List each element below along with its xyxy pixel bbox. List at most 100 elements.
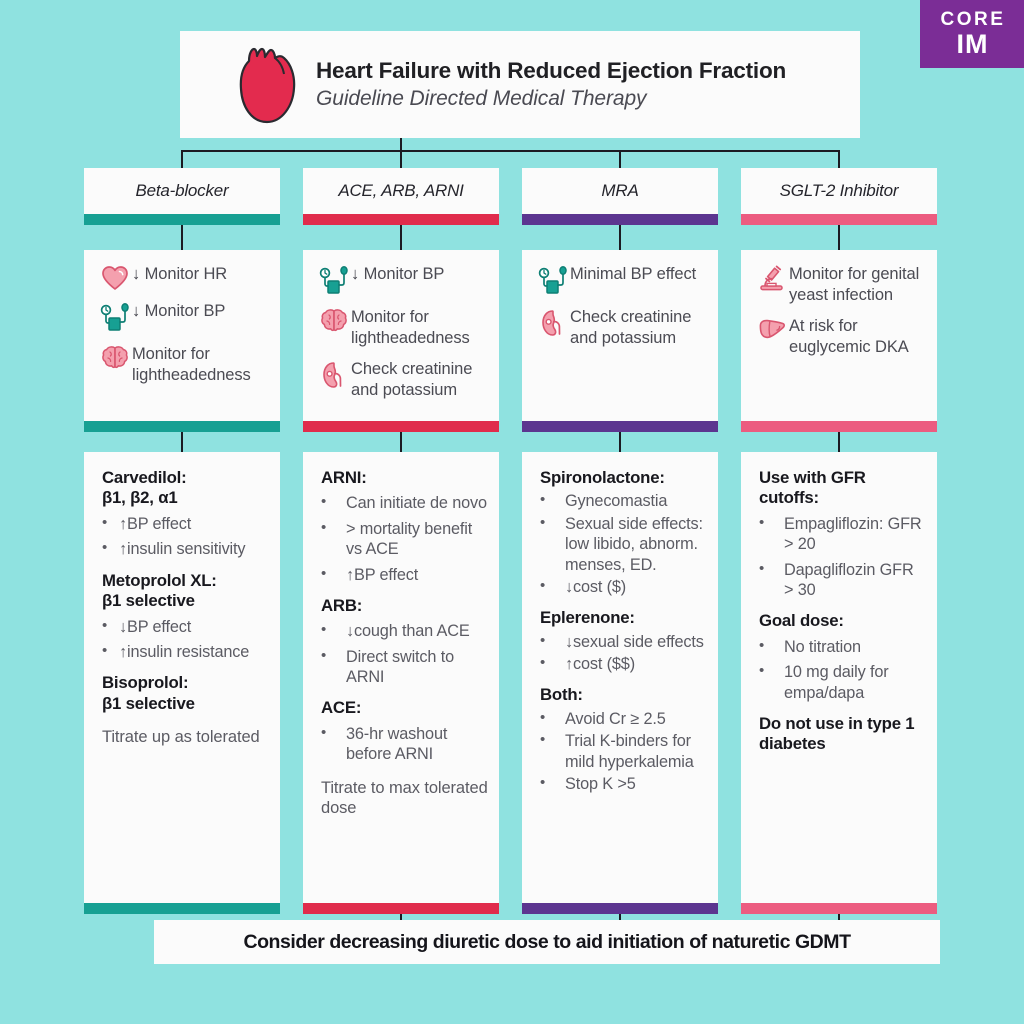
detail-note: Titrate up as tolerated (102, 728, 260, 747)
detail-list-item: •↓sexual side effects (540, 631, 704, 651)
bullet-icon: • (321, 493, 327, 511)
detail-heading: Do not use in type 1 diabetes (759, 713, 915, 754)
bullet-icon: • (540, 731, 546, 749)
detail-list: •No titration•10 mg daily for empa/dapa (759, 637, 926, 703)
column-header-label: MRA (601, 181, 639, 200)
monitoring-accent-bar-1 (84, 421, 280, 432)
footer-banner: Consider decreasing diuretic dose to aid… (154, 920, 940, 964)
detail-accent-bar-3 (522, 903, 718, 914)
link-monitor-detail-1 (181, 432, 183, 452)
header-accent-bar-3 (522, 214, 718, 225)
monitoring-card-1[interactable]: ↓ Monitor HR ↓ Monitor BP Monitor for li… (84, 250, 280, 421)
bullet-icon: • (321, 518, 327, 536)
detail-list-item: •↑cost ($$) (540, 654, 635, 674)
detail-card-1[interactable]: Carvedilol:β1, β2, α1•↑BP effect•↑insuli… (84, 452, 280, 903)
monitoring-item-label: Monitor for genital yeast infection (789, 265, 920, 305)
detail-list: •Empagliflozin: GFR > 20•Dapagliflozin G… (759, 514, 926, 600)
detail-card-4[interactable]: Use with GFR cutoffs:•Empagliflozin: GFR… (741, 452, 937, 903)
logo-line-im: IM (956, 29, 989, 59)
heart-icon (98, 264, 132, 291)
drop-line-1 (181, 150, 183, 168)
footer-text: Consider decreasing diuretic dose to aid… (243, 930, 851, 953)
kidney-icon (317, 359, 351, 390)
monitoring-accent-bar-3 (522, 421, 718, 432)
bullet-icon: • (540, 491, 546, 509)
link-detail-footer-3 (619, 914, 621, 920)
anatomical-heart-icon (228, 44, 306, 126)
column-header-card-2[interactable]: ACE, ARB, ARNI (303, 168, 499, 214)
monitoring-card-2[interactable]: ↓ Monitor BP Monitor for lightheadedness… (303, 250, 499, 421)
title-card: Heart Failure with Reduced Ejection Frac… (180, 31, 860, 138)
detail-list-item: •↑insulin resistance (102, 642, 250, 662)
bullet-icon: • (540, 774, 546, 792)
header-accent-bar-2 (303, 214, 499, 225)
logo-line-core: CORE (940, 9, 1006, 30)
detail-heading: Both: (540, 685, 583, 705)
trunk-line (400, 138, 402, 150)
detail-card-2[interactable]: ARNI:•Can initiate de novo•> mortality b… (303, 452, 499, 903)
monitoring-item: ↓ Monitor BP (317, 264, 487, 297)
link-header-monitor-1 (181, 225, 183, 250)
bullet-icon: • (759, 636, 765, 654)
detail-list: •↓cough than ACE •Direct switch to ARNI (321, 621, 488, 687)
column-header-card-4[interactable]: SGLT-2 Inhibitor (741, 168, 937, 214)
detail-list-item: •Direct switch to ARNI (321, 646, 454, 687)
bullet-icon: • (321, 621, 327, 639)
column-header-card-3[interactable]: MRA (522, 168, 718, 214)
detail-list-item: •Trial K-binders for mild hyperkalemia (540, 731, 694, 771)
link-header-monitor-3 (619, 225, 621, 250)
detail-list: •Gynecomastia•Sexual side effects: low l… (540, 491, 707, 597)
detail-list-item: •36-hr washout before ARNI (321, 723, 448, 764)
drop-line-4 (838, 150, 840, 168)
monitoring-item-label: Check creatinine and potassium (351, 360, 473, 400)
detail-list-item: •Gynecomastia (540, 491, 668, 511)
liver-icon (755, 316, 789, 341)
bus-line (181, 150, 840, 152)
page-title: Heart Failure with Reduced Ejection Frac… (316, 58, 787, 83)
bullet-icon: • (102, 642, 108, 660)
detail-card-3[interactable]: Spironolactone:•Gynecomastia•Sexual side… (522, 452, 718, 903)
monitoring-item: At risk for euglycemic DKA (755, 316, 925, 358)
link-detail-footer-4 (838, 914, 840, 920)
header-accent-bar-4 (741, 214, 937, 225)
detail-accent-bar-2 (303, 903, 499, 914)
detail-list-item: •↑BP effect (102, 513, 192, 533)
detail-list: •↓BP effect •↑insulin resistance (102, 617, 269, 663)
link-detail-footer-2 (400, 914, 402, 920)
detail-list-item: •Can initiate de novo (321, 493, 487, 513)
column-header-card-1[interactable]: Beta-blocker (84, 168, 280, 214)
detail-list: •Avoid Cr ≥ 2.5•Trial K-binders for mild… (540, 709, 707, 794)
bullet-icon: • (759, 559, 765, 577)
detail-list-item: •↑insulin sensitivity (102, 539, 246, 559)
monitoring-accent-bar-2 (303, 421, 499, 432)
monitoring-item: Minimal BP effect (536, 264, 706, 297)
column-header-label: ACE, ARB, ARNI (338, 181, 464, 200)
detail-accent-bar-1 (84, 903, 280, 914)
monitoring-item: ↓ Monitor BP (98, 301, 268, 334)
detail-list-item: •No titration (759, 636, 861, 656)
detail-note: Titrate to max tolerated dose (321, 778, 488, 818)
link-monitor-detail-2 (400, 432, 402, 452)
bullet-icon: • (321, 723, 327, 741)
core-im-logo: CORE IM (920, 0, 1024, 68)
detail-list-item: •Stop K >5 (540, 774, 636, 794)
brain-icon (98, 344, 132, 371)
monitoring-card-4[interactable]: Monitor for genital yeast infection At r… (741, 250, 937, 421)
drop-line-2 (400, 150, 402, 168)
monitoring-item-label: Minimal BP effect (570, 265, 697, 283)
bullet-icon: • (540, 708, 546, 726)
monitoring-item-label: ↓ Monitor BP (351, 265, 445, 283)
bullet-icon: • (102, 616, 108, 634)
link-header-monitor-2 (400, 225, 402, 250)
link-monitor-detail-3 (619, 432, 621, 452)
detail-list-item: •↓cough than ACE (321, 621, 470, 641)
detail-list-item: •↓BP effect (102, 616, 192, 636)
link-header-monitor-4 (838, 225, 840, 250)
monitoring-card-3[interactable]: Minimal BP effect Check creatinine and p… (522, 250, 718, 421)
column-header-label: Beta-blocker (135, 181, 229, 200)
detail-heading: ACE: (321, 698, 362, 718)
monitoring-item-label: ↓ Monitor BP (132, 302, 226, 320)
monitoring-accent-bar-4 (741, 421, 937, 432)
monitoring-item: Monitor for lightheadedness (98, 344, 268, 386)
brain-icon (317, 307, 351, 334)
